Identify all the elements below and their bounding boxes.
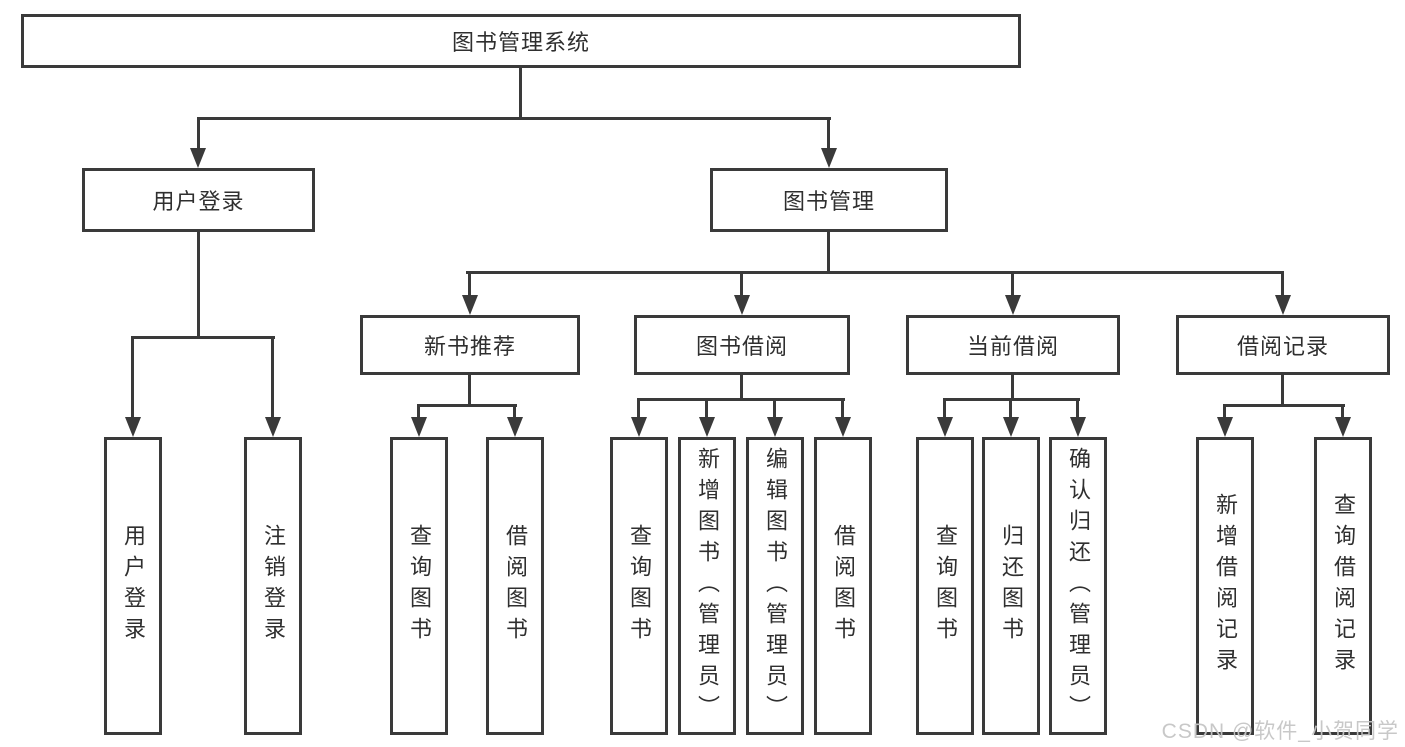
arrowhead-icon <box>937 417 953 437</box>
arrowhead-icon <box>734 295 750 315</box>
connector-line <box>131 336 134 420</box>
connector-line <box>943 398 946 421</box>
arrowhead-icon <box>835 417 851 437</box>
leaf-query-books: 查询图书 <box>390 437 448 735</box>
leaf-label: 注销登录 <box>261 524 286 648</box>
connector-line <box>773 398 776 421</box>
leaf-return-books: 归还图书 <box>982 437 1040 735</box>
csdn-watermark: CSDN @软件_小贺同学 <box>1161 720 1399 743</box>
leaf-query-books: 查询图书 <box>916 437 974 735</box>
leaf-label: 借阅图书 <box>503 524 528 648</box>
node-user-login: 用户登录 <box>82 168 315 232</box>
connector-line <box>1223 404 1226 421</box>
connector-line <box>637 398 640 421</box>
connector-line <box>705 398 708 421</box>
arrowhead-icon <box>1005 295 1021 315</box>
connector-line <box>740 375 743 401</box>
leaf-add-borrow-record: 新增借阅记录 <box>1196 437 1254 735</box>
node-new-book-recommend: 新书推荐 <box>360 315 580 375</box>
node-book-borrow: 图书借阅 <box>634 315 850 375</box>
connector-line <box>827 117 830 150</box>
arrowhead-icon <box>265 417 281 437</box>
leaf-borrow-books: 借阅图书 <box>814 437 872 735</box>
arrowhead-icon <box>462 295 478 315</box>
leaf-label: 确认归还（管理员） <box>1066 446 1091 726</box>
connector-line <box>1011 375 1014 401</box>
arrowhead-icon <box>699 417 715 437</box>
arrowhead-icon <box>631 417 647 437</box>
connector-line <box>1223 404 1345 407</box>
leaf-logout: 注销登录 <box>244 437 302 735</box>
connector-line <box>1281 271 1284 297</box>
connector-line <box>841 398 844 421</box>
leaf-label: 查询图书 <box>933 524 958 648</box>
leaf-label: 查询图书 <box>407 524 432 648</box>
leaf-label: 查询图书 <box>627 524 652 648</box>
leaf-label: 借阅图书 <box>831 524 856 648</box>
leaf-label: 查询借阅记录 <box>1331 493 1356 679</box>
connector-line <box>519 68 522 120</box>
connector-line <box>468 375 471 407</box>
arrowhead-icon <box>1217 417 1233 437</box>
leaf-query-books: 查询图书 <box>610 437 668 735</box>
leaf-edit-books-admin: 编辑图书（管理员） <box>746 437 804 735</box>
arrowhead-icon <box>767 417 783 437</box>
arrowhead-icon <box>507 417 523 437</box>
node-current-borrow: 当前借阅 <box>906 315 1120 375</box>
arrowhead-icon <box>1003 417 1019 437</box>
connector-line <box>513 404 516 421</box>
arrowhead-icon <box>1335 417 1351 437</box>
connector-line <box>1341 404 1344 421</box>
leaf-label: 归还图书 <box>999 524 1024 648</box>
connector-line <box>417 404 517 407</box>
connector-line <box>197 232 200 339</box>
connector-line <box>271 336 274 420</box>
connector-line <box>1009 398 1012 421</box>
leaf-confirm-return-admin: 确认归还（管理员） <box>1049 437 1107 735</box>
arrowhead-icon <box>1070 417 1086 437</box>
leaf-query-borrow-record: 查询借阅记录 <box>1314 437 1372 735</box>
arrowhead-icon <box>125 417 141 437</box>
node-book-management: 图书管理 <box>710 168 948 232</box>
connector-line <box>468 271 471 297</box>
leaf-user-login: 用户登录 <box>104 437 162 735</box>
leaf-add-books-admin: 新增图书（管理员） <box>678 437 736 735</box>
connector-line <box>131 336 275 339</box>
connector-line <box>740 271 743 297</box>
leaf-borrow-books: 借阅图书 <box>486 437 544 735</box>
leaf-label: 新增借阅记录 <box>1213 493 1238 679</box>
leaf-label: 编辑图书（管理员） <box>763 446 788 726</box>
connector-line <box>637 398 845 401</box>
node-library-management-system: 图书管理系统 <box>21 14 1021 68</box>
arrowhead-icon <box>190 148 206 168</box>
arrowhead-icon <box>1275 295 1291 315</box>
arrowhead-icon <box>821 148 837 168</box>
leaf-label: 用户登录 <box>121 524 146 648</box>
connector-line <box>197 117 200 150</box>
connector-line <box>466 271 1284 274</box>
leaf-label: 新增图书（管理员） <box>695 446 720 726</box>
arrowhead-icon <box>411 417 427 437</box>
connector-line <box>197 117 831 120</box>
connector-line <box>417 404 420 421</box>
connector-line <box>1076 398 1079 421</box>
connector-line <box>827 232 830 274</box>
node-borrow-records: 借阅记录 <box>1176 315 1390 375</box>
connector-line <box>1011 271 1014 297</box>
connector-line <box>1281 375 1284 407</box>
